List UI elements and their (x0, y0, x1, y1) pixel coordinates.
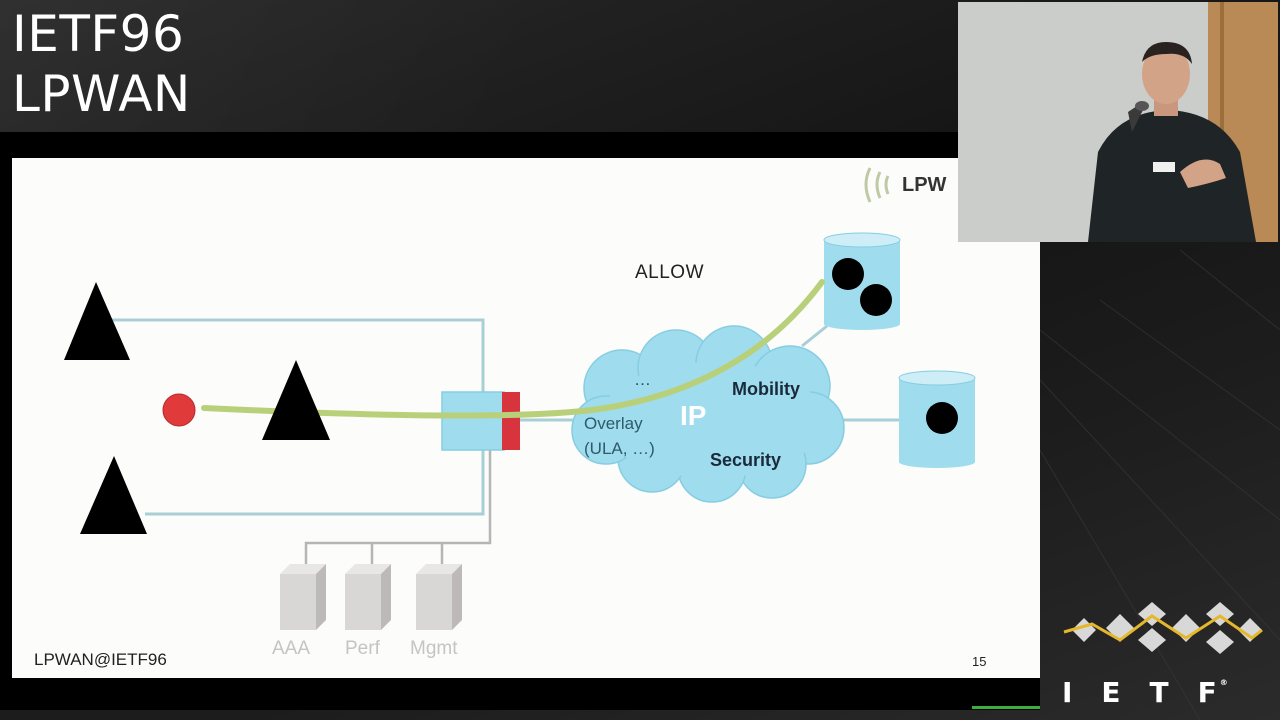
gateway-antenna-bottom (80, 456, 147, 534)
slide-page-number: 15 (972, 654, 987, 669)
management-links (304, 449, 492, 566)
slide-logo-text: LPW (902, 174, 947, 196)
server-cylinder-top (823, 232, 901, 330)
registered-mark: ® (1219, 678, 1228, 687)
cloud-mobility-label: Mobility (732, 379, 800, 399)
server-cylinder-right (898, 370, 976, 468)
status-bar (972, 706, 1040, 709)
video-title: IETF96 LPWAN (12, 4, 191, 124)
title-line-meeting: IETF96 (12, 5, 185, 63)
ietf-wordmark: IETF® (1062, 676, 1272, 709)
cloud-security-label: Security (710, 450, 782, 470)
cloud-overlay-label: Overlay (584, 414, 643, 433)
title-line-workgroup: LPWAN (12, 65, 191, 123)
server-label-mgmt: Mgmt (410, 638, 458, 659)
ietf-logo-icon (1063, 602, 1263, 654)
gateway-antenna-top (64, 282, 130, 360)
ip-cloud (571, 325, 845, 503)
allow-label: ALLOW (635, 262, 705, 283)
cloud-ula-label: (ULA, …) (584, 439, 655, 458)
speaker-image (958, 2, 1278, 242)
speaker-video (958, 2, 1278, 242)
gateway-antenna-middle (262, 360, 330, 440)
server-box-mgmt (416, 564, 462, 630)
gateway-box (441, 391, 520, 451)
end-device-dot (162, 393, 196, 427)
server-label-perf: Perf (345, 638, 380, 659)
slide-footer: LPWAN@IETF96 (34, 650, 167, 669)
presentation-slide: LPW ALLOW … Mobility IP Overlay (ULA, …)… (12, 158, 1040, 678)
cloud-ip-label: IP (680, 400, 707, 431)
traffic-flow-path (201, 279, 825, 419)
cloud-ellipsis-label: … (634, 370, 651, 389)
server-box-perf (345, 564, 391, 630)
server-label-aaa: AAA (272, 638, 311, 659)
wireless-signal-icon (864, 167, 890, 203)
network-diagram (64, 167, 976, 630)
ietf-wordmark-text: IETF (1062, 676, 1246, 709)
server-box-aaa (280, 564, 326, 630)
